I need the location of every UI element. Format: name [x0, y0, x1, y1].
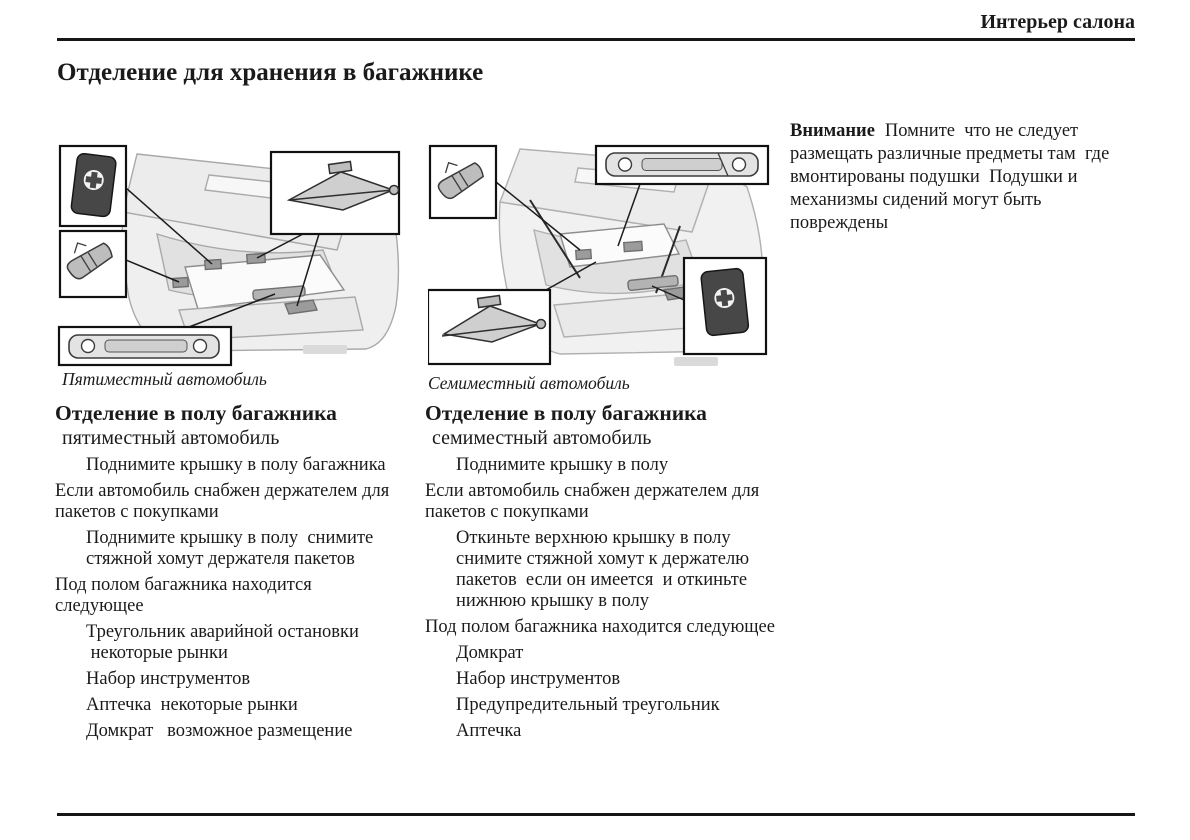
top-rule	[57, 38, 1135, 41]
list-item: Набор инструментов	[86, 669, 251, 689]
list-item: Аптечка некоторые рынки	[86, 695, 298, 715]
figure-watermark	[674, 357, 718, 366]
bottom-rule	[57, 813, 1135, 816]
figure-caption-seven-seat: Семиместный автомобиль	[428, 373, 630, 393]
list-item: Треугольник аварийной остановки некоторы…	[86, 622, 359, 663]
callout-lines	[125, 187, 320, 328]
figure-watermark	[303, 345, 347, 354]
jack-icon	[441, 294, 547, 343]
jack-icon	[286, 160, 400, 211]
paragraph: Под полом багажника находится следующее	[55, 575, 312, 616]
figure-caption-five-seat: Пятиместный автомобиль	[62, 369, 267, 389]
paragraph: Поднимите крышку в полу снимите стяжной …	[86, 528, 374, 569]
list-item: Аптечка	[456, 721, 522, 741]
column-subheading: семиместный автомобиль	[432, 427, 652, 449]
figure-seven-seat-illustration	[428, 144, 770, 366]
tool-roll-icon	[437, 161, 484, 200]
list-item: Домкрат	[456, 643, 524, 663]
paragraph: Под полом багажника находится следующее	[425, 617, 775, 637]
section-header: Интерьер салона	[980, 11, 1135, 33]
list-item: Предупредительный треугольник	[456, 695, 720, 715]
column-seven-seat: Отделение в полу багажника семиместный а…	[425, 401, 793, 747]
column-subheading: пятиместный автомобиль	[62, 427, 280, 449]
paragraph: Если автомобиль снабжен держателем для п…	[425, 481, 760, 522]
figure-five-seat-illustration	[57, 144, 401, 367]
paragraph: Поднимите крышку в полу	[456, 455, 669, 475]
callout-lines	[495, 181, 685, 301]
paragraph: Откиньте верхнюю крышку в полу снимите с…	[456, 528, 750, 611]
list-item: Домкрат возможное размещение	[86, 721, 353, 741]
paragraph: Поднимите крышку в полу багажника	[86, 455, 386, 475]
warning-triangle-case-icon	[68, 334, 220, 359]
page-title: Отделение для хранения в багажнике	[57, 59, 484, 86]
paragraph: Если автомобиль снабжен держателем для п…	[55, 481, 390, 522]
column-heading: Отделение в полу багажника	[425, 401, 707, 425]
warning-text: Помните что не следует размещать различн…	[790, 120, 1110, 233]
warning-label: Внимание	[790, 120, 875, 141]
warning-triangle-case-icon	[605, 152, 759, 177]
first-aid-kit-icon	[70, 152, 117, 218]
column-heading: Отделение в полу багажника	[55, 401, 337, 425]
column-five-seat: Отделение в полу багажника пятиместный а…	[55, 401, 423, 747]
first-aid-kit-icon	[700, 267, 750, 337]
list-item: Набор инструментов	[456, 669, 621, 689]
tool-roll-icon	[66, 242, 113, 280]
